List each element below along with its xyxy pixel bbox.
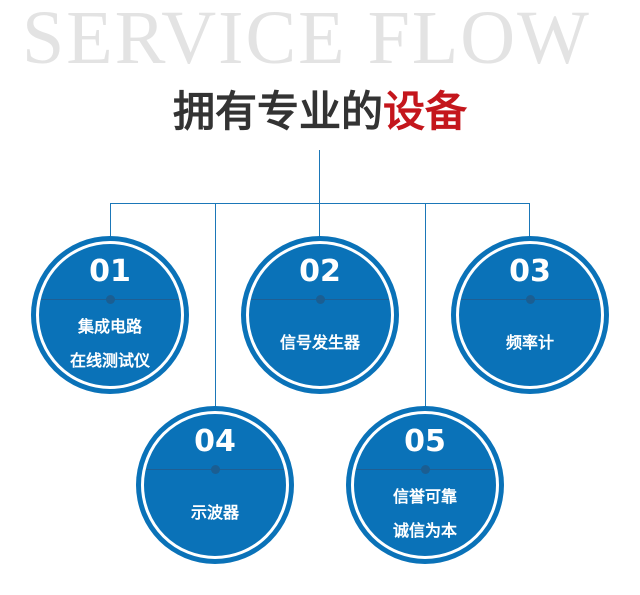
step-label: 集成电路 xyxy=(77,317,142,336)
step-04: 04 示波器 xyxy=(136,406,294,564)
step-label: 示波器 xyxy=(190,503,239,522)
connector-line xyxy=(215,203,216,408)
step-03: 03 频率计 xyxy=(451,236,609,394)
title-main: 拥有专业的 xyxy=(172,87,383,136)
connector-line xyxy=(110,203,530,204)
step-01: 01 集成电路在线测试仪 xyxy=(31,236,189,394)
step-number: 02 xyxy=(299,254,341,289)
dot-icon xyxy=(106,295,115,304)
title-highlight: 设备 xyxy=(383,87,468,136)
page-title: 拥有专业的设备 xyxy=(0,84,640,140)
step-number: 05 xyxy=(404,424,446,459)
step-05: 05 信誉可靠诚信为本 xyxy=(346,406,504,564)
step-number: 01 xyxy=(89,254,131,289)
dot-icon xyxy=(316,295,325,304)
step-label: 信号发生器 xyxy=(279,333,360,352)
dot-icon xyxy=(526,295,535,304)
connector-line xyxy=(529,203,530,237)
step-label: 信誉可靠 xyxy=(392,487,457,506)
step-label: 诚信为本 xyxy=(392,521,457,540)
watermark: SERVICE FLOW xyxy=(22,0,591,80)
connector-line xyxy=(110,203,111,237)
step-label: 在线测试仪 xyxy=(69,351,150,370)
step-label: 频率计 xyxy=(505,333,554,352)
step-number: 04 xyxy=(194,424,236,459)
step-02: 02 信号发生器 xyxy=(241,236,399,394)
connector-line xyxy=(425,203,426,408)
connector-line xyxy=(319,150,320,237)
dot-icon xyxy=(421,465,430,474)
step-number: 03 xyxy=(509,254,551,289)
dot-icon xyxy=(211,465,220,474)
